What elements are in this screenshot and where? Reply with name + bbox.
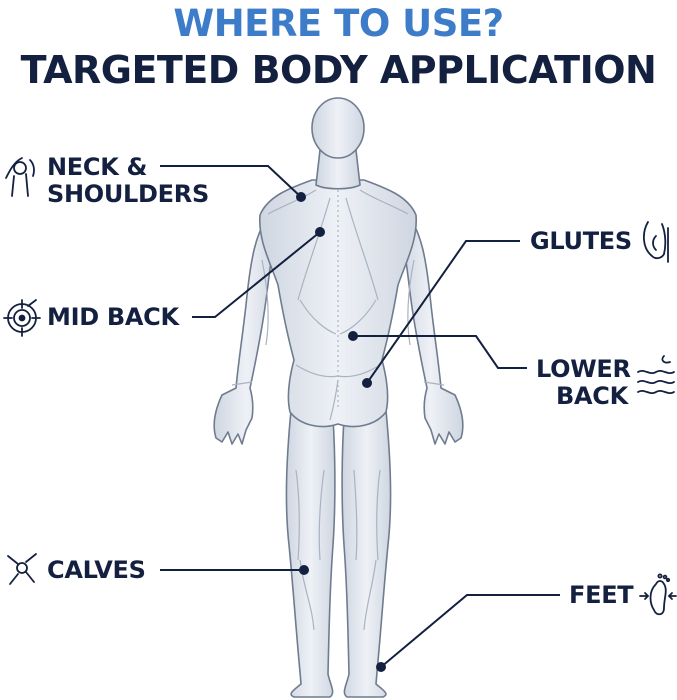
pointer-dots <box>296 192 386 672</box>
label-lower-line1: LOWER <box>536 355 631 383</box>
human-figure <box>213 97 464 698</box>
label-glutes: GLUTES <box>530 228 632 255</box>
heat-waves-icon <box>637 355 675 395</box>
dot-calves <box>299 565 309 575</box>
label-neck-shoulders: NECK & SHOULDERS <box>47 154 209 208</box>
dot-glutes <box>362 378 372 388</box>
shoulder-joint-icon <box>5 157 35 197</box>
label-lower-line2: BACK <box>556 382 628 410</box>
pointer-lines <box>160 165 560 668</box>
label-feet-text: FEET <box>569 581 634 609</box>
pointer-neck <box>160 165 302 198</box>
left-arm <box>213 209 279 445</box>
label-calves-text: CALVES <box>47 556 146 584</box>
label-mid-back: MID BACK <box>47 304 179 331</box>
left-leg <box>285 399 336 698</box>
dot-lower-back <box>348 331 358 341</box>
dot-mid-back <box>315 227 325 237</box>
neck <box>315 149 361 190</box>
pointer-lower-back <box>353 335 527 369</box>
right-arm <box>398 209 464 445</box>
label-glutes-text: GLUTES <box>530 227 632 255</box>
foot-icon <box>639 573 677 616</box>
torso <box>259 179 417 428</box>
target-icon <box>3 299 41 337</box>
label-feet: FEET <box>569 581 634 609</box>
label-neck-line2: SHOULDERS <box>47 180 209 208</box>
label-lower-back: LOWER BACK <box>536 356 631 410</box>
pointer-mid-back <box>192 231 321 318</box>
page-title: TARGETED BODY APPLICATION <box>20 48 657 92</box>
dot-feet <box>376 662 386 672</box>
dot-neck <box>296 192 306 202</box>
label-calves: CALVES <box>47 557 146 584</box>
label-neck-line1: NECK & <box>47 153 148 181</box>
label-mid-back-text: MID BACK <box>47 303 179 331</box>
glutes-icon <box>643 221 669 263</box>
pointer-feet <box>380 594 560 668</box>
head <box>311 97 365 159</box>
right-leg <box>341 399 392 698</box>
page-title-question: WHERE TO USE? <box>173 2 504 45</box>
leg-joint-icon <box>7 553 37 585</box>
